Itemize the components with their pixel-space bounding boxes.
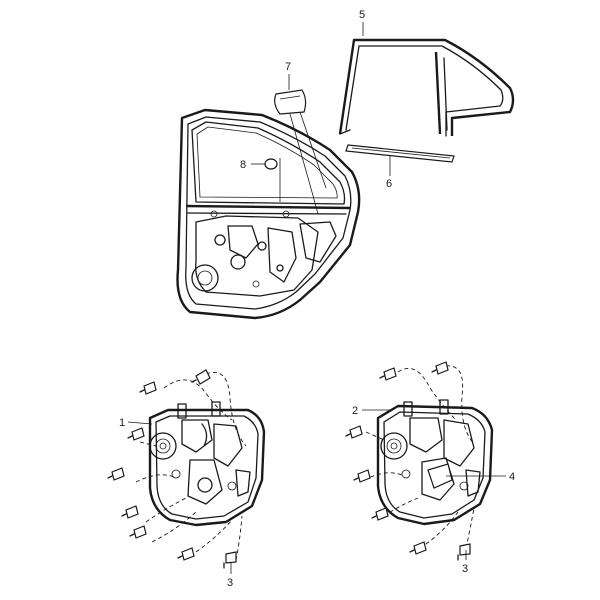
regulator-panel-right	[376, 399, 494, 526]
callout-3-left: 3	[227, 577, 233, 589]
screws-left	[107, 369, 237, 569]
regulator-cables-right	[363, 365, 475, 549]
part-6-window-strip	[345, 144, 455, 163]
screws-right	[345, 361, 471, 561]
callout-5: 5	[359, 9, 365, 21]
rear-door-shell	[176, 108, 361, 320]
callout-8: 8	[240, 159, 246, 171]
callout-2: 2	[352, 405, 358, 417]
part-5-window-frame-seal	[338, 38, 515, 137]
callout-1: 1	[119, 417, 125, 429]
part-8-plug	[264, 158, 278, 170]
callout-7: 7	[285, 61, 291, 73]
leader-lines	[127, 22, 506, 574]
part-7-cap	[274, 89, 307, 115]
callout-4: 4	[509, 471, 515, 483]
callout-labels: 5 7 8 6 1 2 4 3 3	[119, 9, 515, 589]
regulator-cables-left	[135, 372, 247, 561]
callout-6: 6	[386, 178, 392, 190]
regulator-panel-left	[148, 401, 266, 527]
callout-3-right: 3	[462, 563, 468, 575]
